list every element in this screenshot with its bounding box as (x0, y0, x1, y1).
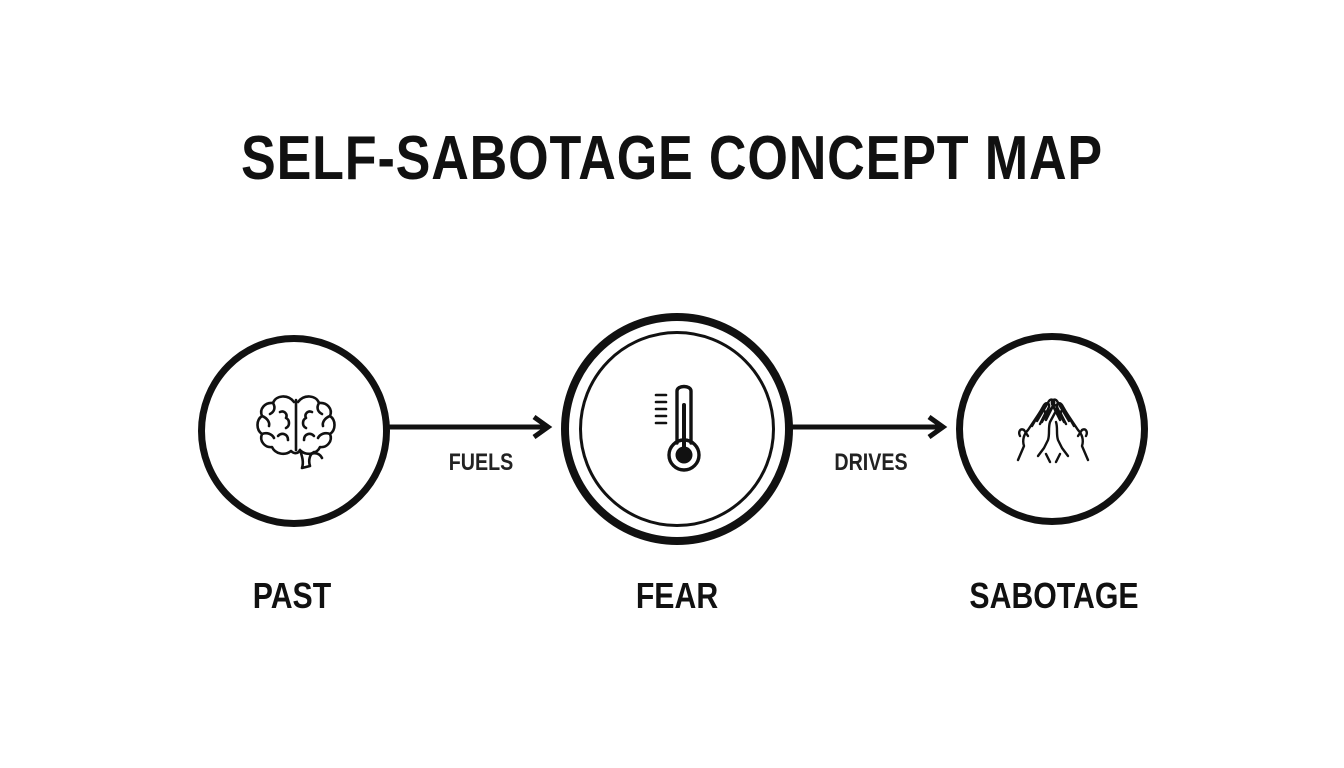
brain-icon (254, 392, 338, 472)
node-fear (561, 313, 793, 545)
node-label-past: PAST (252, 575, 332, 616)
node-fear-inner-ring (579, 331, 775, 527)
node-past (198, 335, 390, 527)
node-sabotage (956, 333, 1148, 525)
edge-label-drives: DRIVES (834, 449, 908, 476)
arrow-fear-to-sabotage (787, 414, 949, 444)
thermometer-icon (644, 381, 710, 477)
arrow-past-to-fear (386, 414, 554, 444)
node-label-fear: FEAR (635, 575, 719, 616)
hands-icon (1010, 396, 1096, 466)
edge-label-fuels: FUELS (448, 449, 514, 476)
node-label-sabotage: SABOTAGE (969, 575, 1139, 616)
diagram-title: SELF-SABOTAGE CONCEPT MAP (240, 124, 1103, 193)
